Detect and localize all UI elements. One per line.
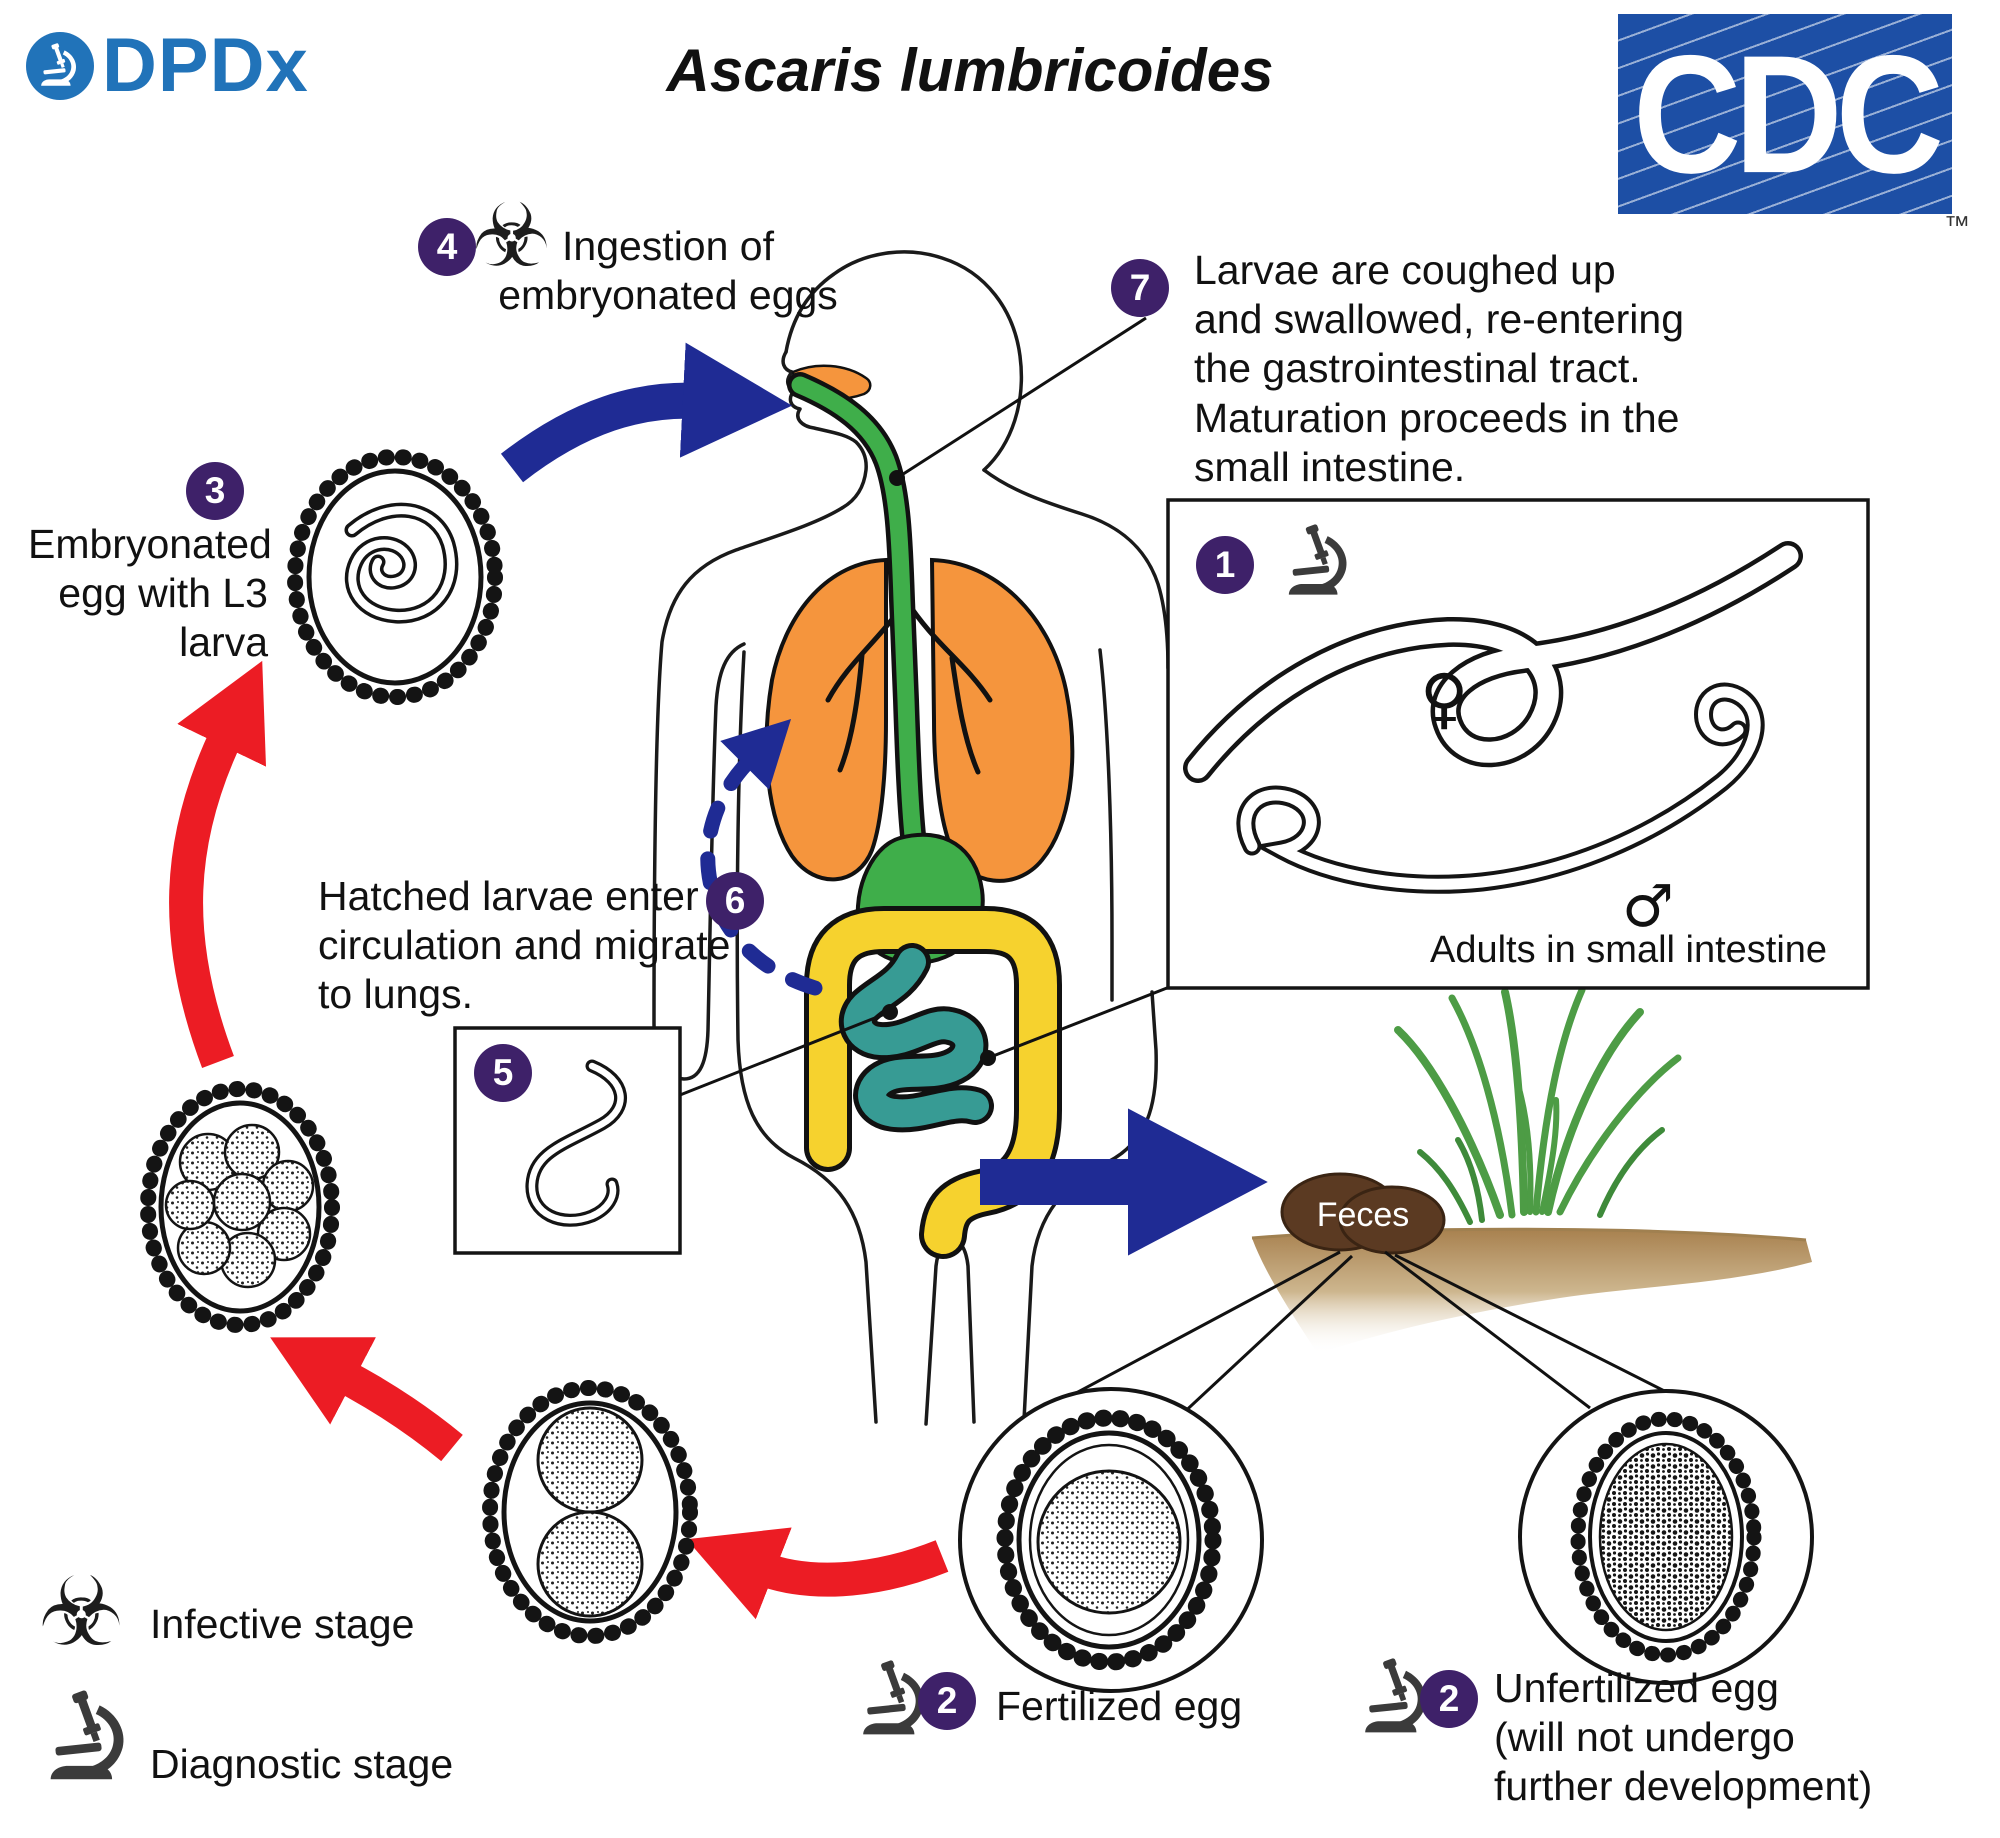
arrow-ingestion — [500, 342, 793, 483]
step-2-fertilized-badge: 2 — [918, 1672, 976, 1730]
small-intestine — [838, 943, 994, 1133]
adults-box — [1166, 498, 1870, 990]
feces-illustration — [1280, 1172, 1446, 1255]
arrows — [169, 342, 1268, 1620]
step-3-badge: 3 — [186, 462, 244, 520]
large-intestine — [804, 906, 1062, 1259]
legend-infective-label: Infective stage — [150, 1601, 415, 1647]
dpdx-microscope-icon — [26, 31, 94, 100]
lungs — [764, 557, 1075, 883]
step-1-badge: 1 — [1196, 536, 1254, 594]
biohazard-icon: ☣ — [472, 184, 551, 287]
fertilized-egg-illustration — [958, 1387, 1264, 1693]
female-symbol: ♀ — [1420, 660, 1469, 737]
step-6-label: Hatched larvae enter circulation and mig… — [318, 873, 731, 1018]
arrow-fertilized-to-twocell — [686, 1527, 949, 1620]
step-2-unfertilized-badge: 2 — [1420, 1670, 1478, 1728]
step-4-label: Ingestion of embryonated eggs — [498, 223, 838, 319]
male-symbol: ♂ — [1622, 872, 1674, 940]
fertilized-egg-label: Fertilized egg — [996, 1683, 1243, 1729]
esophagus — [787, 372, 927, 858]
step-6-badge: 6 — [706, 872, 764, 930]
two-cell-egg-illustration — [482, 1380, 698, 1644]
cdc-logo: CDC — [1618, 14, 1952, 214]
multicell-egg-illustration — [140, 1081, 340, 1333]
cdc-logo-text: CDC — [1633, 19, 1944, 208]
page-title: Ascaris lumbricoides — [666, 37, 1274, 104]
unfertilized-egg-illustration — [1518, 1389, 1814, 1685]
feces-label: Feces — [1316, 1196, 1410, 1234]
biohazard-icon: ☣ — [38, 1556, 125, 1668]
diagnostic-microscope-icon — [42, 1690, 138, 1786]
arrow-twocell-to-multicell — [270, 1337, 463, 1462]
dpdx-logo: DPDx — [26, 22, 309, 109]
step-5-badge: 5 — [474, 1044, 532, 1102]
diagnostic-microscope-icon — [1282, 524, 1358, 600]
legend-diagnostic-label: Diagnostic stage — [150, 1741, 454, 1787]
larva-illustration — [525, 1059, 627, 1227]
organs — [764, 364, 1075, 1259]
step-1-label: Adults in small intestine — [1430, 929, 1828, 971]
dpdx-logo-text: DPDx — [102, 23, 309, 108]
step-7-badge: 7 — [1111, 259, 1169, 317]
arrow-multicell-to-embryonated — [169, 660, 267, 1068]
connector-lines — [679, 316, 1713, 1420]
grass-illustration — [1394, 986, 1682, 1225]
step-3-label: Embryonated egg with L3 larva — [28, 521, 272, 666]
adult-worms-illustration — [1183, 541, 1803, 894]
step-4-badge: 4 — [418, 218, 476, 276]
embryonated-egg-illustration — [287, 449, 503, 705]
cdc-trademark: ™ — [1944, 210, 1970, 240]
unfertilized-egg-label: Unfertilized egg (will not undergo furth… — [1494, 1665, 1873, 1810]
step-7-label: Larvae are coughed up and swallowed, re-… — [1194, 247, 1684, 490]
